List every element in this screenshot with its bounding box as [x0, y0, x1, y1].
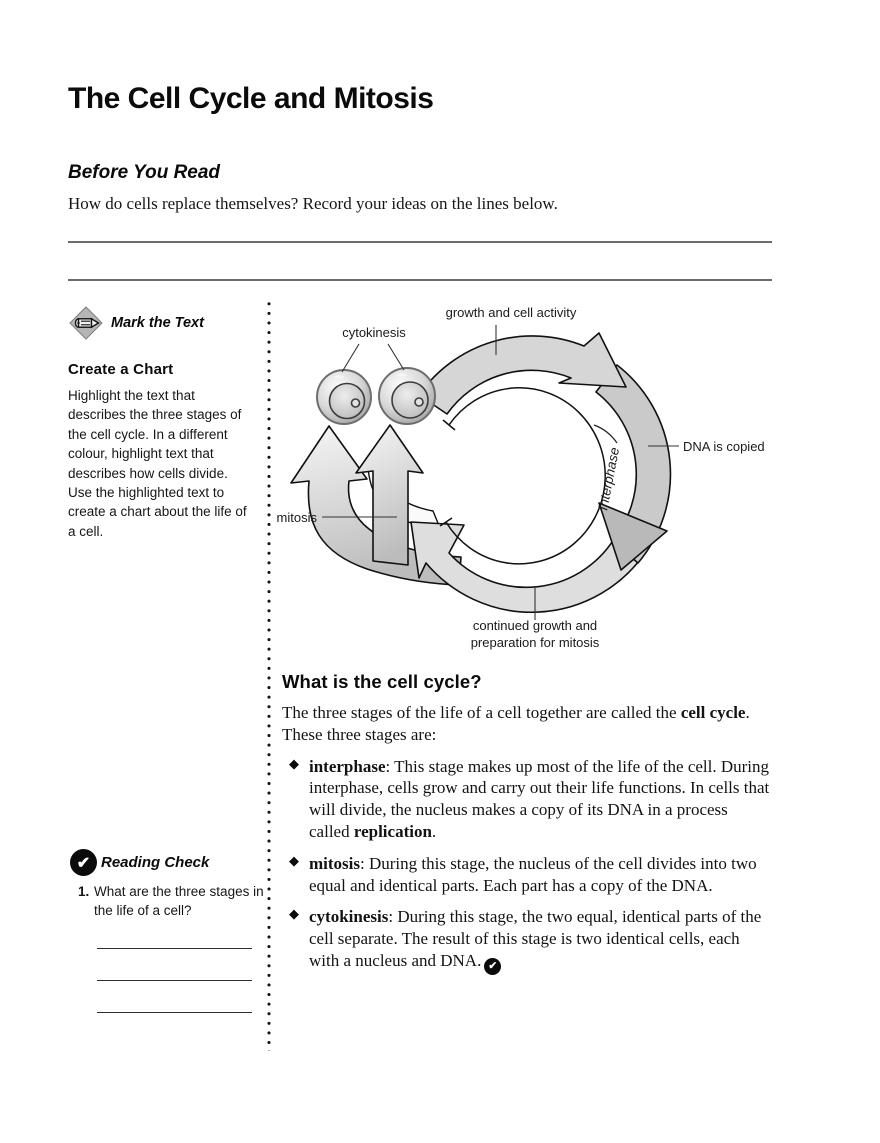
question-number: 1. — [78, 884, 90, 899]
bullet-body: : During this stage, the nucleus of the … — [309, 853, 757, 895]
daughter-cell-left — [316, 369, 372, 425]
answer-line — [68, 241, 772, 243]
main-column: growth and cell activity cytokinesis DNA… — [271, 299, 772, 1051]
diagram-label-cytokinesis: cytokinesis — [342, 325, 406, 340]
diagram-label-interphase: Interphase — [595, 446, 622, 511]
bullet-body: : This stage makes up most of the life o… — [309, 756, 770, 841]
section-heading: What is the cell cycle? — [282, 671, 482, 692]
before-you-read-prompt: How do cells replace themselves? Record … — [68, 194, 558, 213]
mark-the-text-label: Mark the Text — [111, 315, 204, 331]
two-column-area: Mark the Text Create a Chart Highlight t… — [68, 299, 772, 1051]
reading-check-label: Reading Check — [101, 854, 210, 871]
bullet-item-interphase: ◆ interphase: This stage makes up most o… — [282, 756, 771, 843]
dotted-divider — [267, 299, 271, 1051]
ring-bottom-band — [410, 521, 646, 614]
bullet-item-cytokinesis: ◆ cytokinesis: During this stage, the tw… — [282, 906, 771, 976]
diagram-label-continued-2: preparation for mitosis — [471, 635, 600, 650]
bullet-term: mitosis — [309, 853, 360, 873]
answer-line — [97, 980, 252, 981]
create-a-chart-heading: Create a Chart — [68, 361, 174, 378]
answer-line — [97, 948, 252, 949]
highlighter-diamond-icon — [69, 306, 103, 340]
bullet-text: cytokinesis: During this stage, the two … — [309, 906, 771, 976]
checkmark-circle-icon: ✔ — [484, 958, 502, 976]
check-glyph: ✔ — [76, 854, 91, 872]
label-line-cytokinesis — [341, 343, 360, 373]
diagram-label-dna: DNA is copied — [683, 439, 765, 454]
interphase-curve — [593, 424, 618, 444]
check-glyph: ✔ — [488, 960, 498, 972]
daughter-cell-right — [378, 367, 436, 425]
mark-the-text-header: Mark the Text — [68, 305, 267, 341]
bullet-bold-term: replication — [353, 821, 432, 841]
bullet-text: interphase: This stage makes up most of … — [309, 756, 771, 843]
diamond-bullet-icon: ◆ — [289, 756, 299, 772]
reading-check-header: ✔ Reading Check — [70, 849, 260, 876]
diagram-label-mitosis: mitosis — [277, 510, 318, 525]
diagram-label-continued-1: continued growth and — [473, 618, 597, 633]
page-title: The Cell Cycle and Mitosis — [68, 82, 434, 115]
answer-line — [68, 279, 772, 281]
mitosis-arrow-straight — [355, 424, 424, 566]
diamond-bullet-icon: ◆ — [289, 853, 299, 869]
bullet-text: mitosis: During this stage, the nucleus … — [309, 853, 771, 897]
bullet-term: cytokinesis — [309, 907, 389, 927]
reading-check-question: 1. What are the three stages in the life… — [70, 883, 264, 920]
ring-right-band — [595, 364, 672, 564]
create-a-chart-instructions: Highlight the text that describes the th… — [68, 388, 247, 539]
reading-check-box: ✔ Reading Check 1. What are the three st… — [70, 849, 264, 1013]
ring-arrowhead-lower — [598, 502, 668, 571]
label-line-cytokinesis — [387, 343, 405, 371]
bullet-item-mitosis: ◆ mitosis: During this stage, the nucleu… — [282, 853, 771, 897]
inner-circle-tick — [442, 419, 456, 431]
ring-top-band — [418, 332, 627, 415]
intro-paragraph: The three stages of the life of a cell t… — [282, 702, 771, 746]
answer-line — [97, 1012, 252, 1013]
before-you-read-heading: Before You Read — [68, 162, 221, 183]
answer-lines-group — [97, 948, 252, 1013]
inner-cycle-circle — [445, 387, 606, 565]
intro-pre: The three stages of the life of a cell t… — [282, 703, 681, 722]
diagram-label-growth: growth and cell activity — [446, 305, 577, 320]
bullet-term: interphase — [309, 756, 386, 776]
question-text: What are the three stages in the life of… — [94, 884, 264, 918]
bullet-body-end: . — [431, 821, 437, 841]
main-text-block: What is the cell cycle? The three stages… — [282, 671, 771, 976]
sidebar: Mark the Text Create a Chart Highlight t… — [68, 299, 267, 1051]
inner-circle-tick — [439, 517, 453, 527]
intro-post: . These three stages are: — [282, 703, 750, 744]
intro-bold-term: cell cycle — [680, 703, 746, 722]
checkmark-circle-icon: ✔ — [70, 849, 97, 876]
diamond-bullet-icon: ◆ — [289, 907, 299, 923]
bullet-body: : During this stage, the two equal, iden… — [309, 907, 762, 970]
cell-cycle-diagram: growth and cell activity cytokinesis DNA… — [277, 305, 765, 650]
